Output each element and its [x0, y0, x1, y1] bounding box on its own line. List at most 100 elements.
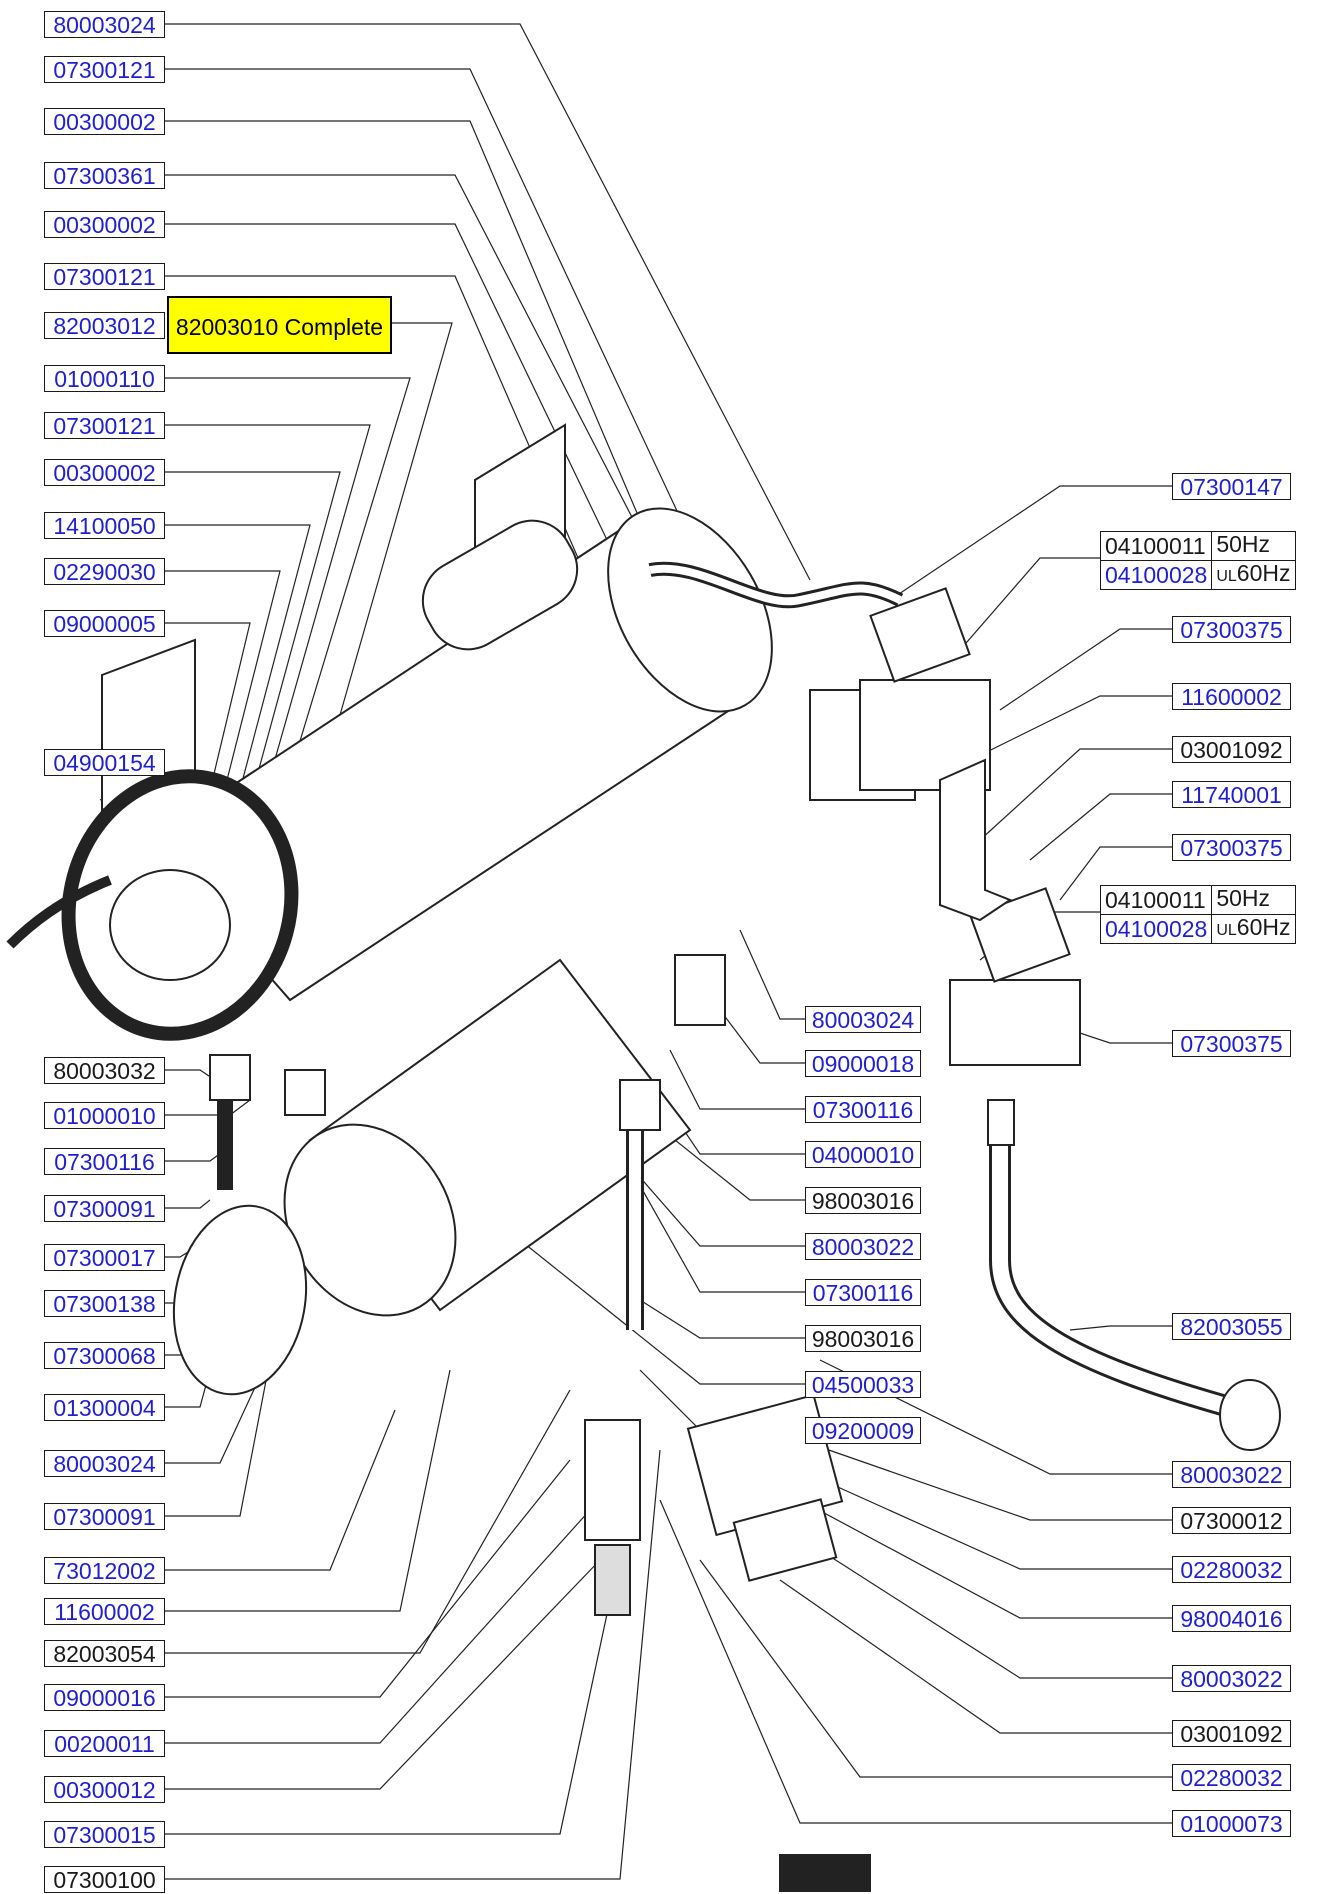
- variant-row: 04100011 50Hz: [1099, 531, 1296, 561]
- part-label[interactable]: 11600002: [1172, 683, 1291, 710]
- variant-row: 04100028 UL60Hz: [1099, 914, 1296, 944]
- part-label[interactable]: 00300012: [44, 1776, 165, 1803]
- heating-flange-inner: [109, 869, 231, 981]
- part-label[interactable]: 11600002: [44, 1598, 165, 1625]
- variant-row: 04100011 50Hz: [1099, 885, 1296, 915]
- part-label[interactable]: 04900154: [44, 749, 165, 776]
- part-label[interactable]: 09000005: [44, 610, 165, 637]
- variant-freq: UL60Hz: [1211, 914, 1296, 944]
- variant-prefix: UL: [1216, 922, 1237, 939]
- part-label[interactable]: 09000016: [44, 1684, 165, 1711]
- part-label[interactable]: 02290030: [44, 558, 165, 585]
- variant-freq-value: 60Hz: [1236, 560, 1291, 586]
- part-label[interactable]: 07300361: [44, 162, 165, 189]
- part-label[interactable]: 01000073: [1172, 1810, 1291, 1837]
- variant-code[interactable]: 04100028: [1099, 560, 1213, 590]
- part-label: 98003016: [805, 1187, 921, 1214]
- steam-wand-inner: [992, 1110, 1243, 1418]
- part-label[interactable]: 02280032: [1172, 1556, 1291, 1583]
- part-label[interactable]: 09000018: [805, 1050, 921, 1077]
- part-label[interactable]: 07300147: [1172, 473, 1291, 500]
- variant-row: 04100028 UL60Hz: [1099, 560, 1296, 590]
- part-label[interactable]: 00300002: [44, 459, 165, 486]
- steam-wand-nut: [987, 1099, 1015, 1146]
- part-label: 82003054: [44, 1640, 165, 1667]
- part-label[interactable]: 07300375: [1172, 616, 1291, 643]
- bottom-valve-body: [584, 1419, 641, 1541]
- power-cable: [6, 875, 112, 949]
- part-label[interactable]: 00200011: [44, 1730, 165, 1757]
- part-label: 03001092: [1172, 1720, 1291, 1747]
- variant-code: 04100011: [1099, 531, 1213, 561]
- part-label[interactable]: 07300121: [44, 263, 165, 290]
- part-label[interactable]: 07300116: [805, 1279, 921, 1306]
- part-label[interactable]: 80003024: [805, 1006, 921, 1033]
- part-label[interactable]: 07300375: [1172, 1030, 1291, 1057]
- part-label[interactable]: 14100050: [44, 512, 165, 539]
- fitting-b: [619, 1079, 661, 1131]
- part-label[interactable]: 80003022: [805, 1233, 921, 1260]
- fitting-a: [674, 954, 726, 1026]
- part-label[interactable]: 09200009: [805, 1417, 921, 1444]
- part-label: 03001092: [1172, 736, 1291, 763]
- bottom-valve-thread: [594, 1544, 631, 1616]
- part-label[interactable]: 80003022: [1172, 1461, 1291, 1488]
- part-label[interactable]: 82003055: [1172, 1313, 1291, 1340]
- part-label[interactable]: 01000110: [44, 365, 165, 392]
- part-label[interactable]: 07300015: [44, 1821, 165, 1848]
- part-label[interactable]: 07300091: [44, 1503, 165, 1530]
- switch-bracket: [732, 1498, 838, 1582]
- part-label[interactable]: 07300116: [44, 1148, 165, 1175]
- variant-freq-value: 50Hz: [1216, 885, 1271, 911]
- solenoid-body-top: [869, 587, 971, 683]
- variant-prefix: UL: [1216, 568, 1237, 585]
- variant-freq-value: 50Hz: [1216, 531, 1271, 557]
- part-label[interactable]: 80003024: [44, 1450, 165, 1477]
- part-label[interactable]: 07300068: [44, 1342, 165, 1369]
- highlighted-complete-assembly-label[interactable]: 82003010 Complete: [167, 296, 392, 354]
- part-label[interactable]: 80003024: [44, 11, 165, 38]
- part-label[interactable]: 82003012: [44, 312, 165, 339]
- part-label[interactable]: 01000010: [44, 1102, 165, 1129]
- variant-freq: 50Hz: [1211, 531, 1296, 561]
- fitting-c: [209, 1054, 251, 1101]
- solenoid-valve-lower: [949, 979, 1081, 1066]
- variant-code: 04100011: [1099, 885, 1213, 915]
- variant-freq: 50Hz: [1211, 885, 1296, 915]
- part-label[interactable]: 02280032: [1172, 1764, 1291, 1791]
- part-label[interactable]: 11740001: [1172, 781, 1291, 808]
- variant-code[interactable]: 04100028: [1099, 914, 1213, 944]
- capacitor: [421, 519, 579, 651]
- part-label: 80003032: [44, 1057, 165, 1084]
- fitting-d: [284, 1069, 326, 1116]
- part-label[interactable]: 80003022: [1172, 1665, 1291, 1692]
- part-label[interactable]: 98004016: [1172, 1605, 1291, 1632]
- part-label[interactable]: 07300091: [44, 1195, 165, 1222]
- part-label[interactable]: 00300002: [44, 108, 165, 135]
- part-label: 07300012: [1172, 1507, 1291, 1534]
- part-label[interactable]: 07300017: [44, 1244, 165, 1271]
- part-label[interactable]: 01300004: [44, 1394, 165, 1421]
- steam-wand-tip: [1219, 1379, 1281, 1451]
- angle-bracket: [939, 758, 1013, 922]
- variant-freq: UL60Hz: [1211, 560, 1296, 590]
- part-label[interactable]: 07300375: [1172, 834, 1291, 861]
- variant-table-upper: 04100011 50Hz 04100028 UL60Hz: [1099, 531, 1296, 590]
- pipe-top-inner: [649, 564, 902, 606]
- part-label[interactable]: 07300138: [44, 1290, 165, 1317]
- variant-table-lower: 04100011 50Hz 04100028 UL60Hz: [1099, 885, 1296, 944]
- part-label[interactable]: 07300121: [44, 56, 165, 83]
- boiler-end-cap: [607, 507, 773, 713]
- part-label[interactable]: 00300002: [44, 211, 165, 238]
- logo-corner-mark: [779, 1854, 871, 1892]
- part-label[interactable]: 04000010: [805, 1141, 921, 1168]
- machine-drawing: [6, 423, 1281, 1892]
- part-label[interactable]: 07300121: [44, 412, 165, 439]
- part-label[interactable]: 73012002: [44, 1557, 165, 1584]
- filter-cup: [172, 1204, 308, 1396]
- part-label[interactable]: 04500033: [805, 1371, 921, 1398]
- variant-freq-value: 60Hz: [1236, 914, 1291, 940]
- part-label: 98003016: [805, 1325, 921, 1352]
- part-label[interactable]: 07300116: [805, 1096, 921, 1123]
